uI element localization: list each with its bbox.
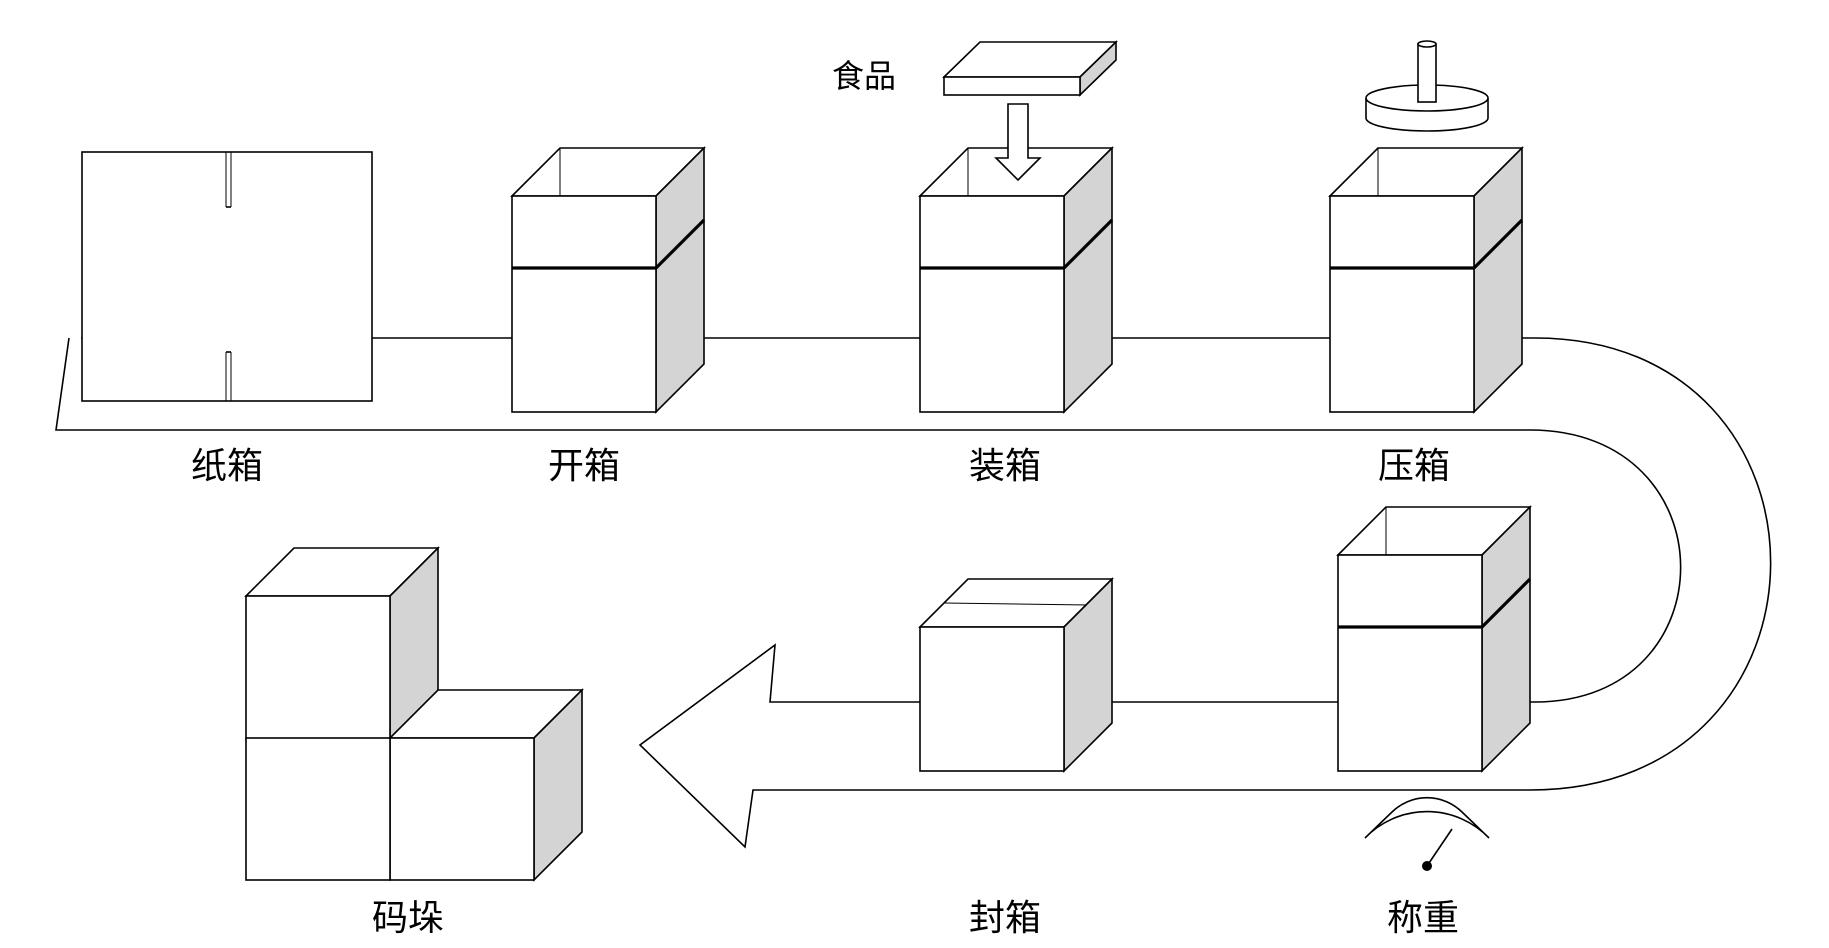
- label-open-box: 开箱: [548, 446, 620, 487]
- scale-gauge-icon: [1364, 796, 1490, 871]
- food-label: 食品: [832, 57, 896, 95]
- food-tray: [942, 40, 1118, 97]
- open-box: [510, 146, 706, 414]
- label-stack: 码垛: [372, 898, 444, 939]
- packing-box: [918, 146, 1114, 414]
- sealed-box: [918, 577, 1114, 773]
- conveyor-belt: [55, 337, 1772, 849]
- down-arrow-icon: [994, 103, 1042, 182]
- press-box: [1328, 146, 1524, 414]
- label-weigh: 称重: [1387, 898, 1459, 939]
- stacked-boxes: [244, 546, 584, 882]
- flat-carton: [81, 151, 373, 402]
- press-plunger-icon: [1365, 40, 1489, 132]
- weigh-box: [1336, 505, 1532, 773]
- label-press-box: 压箱: [1378, 446, 1450, 487]
- step-labels: 纸箱 开箱 装箱 压箱 称重 封箱 码垛: [191, 446, 1459, 939]
- label-carton: 纸箱: [191, 446, 263, 487]
- label-seal-box: 封箱: [969, 898, 1041, 939]
- label-pack-box: 装箱: [969, 446, 1041, 487]
